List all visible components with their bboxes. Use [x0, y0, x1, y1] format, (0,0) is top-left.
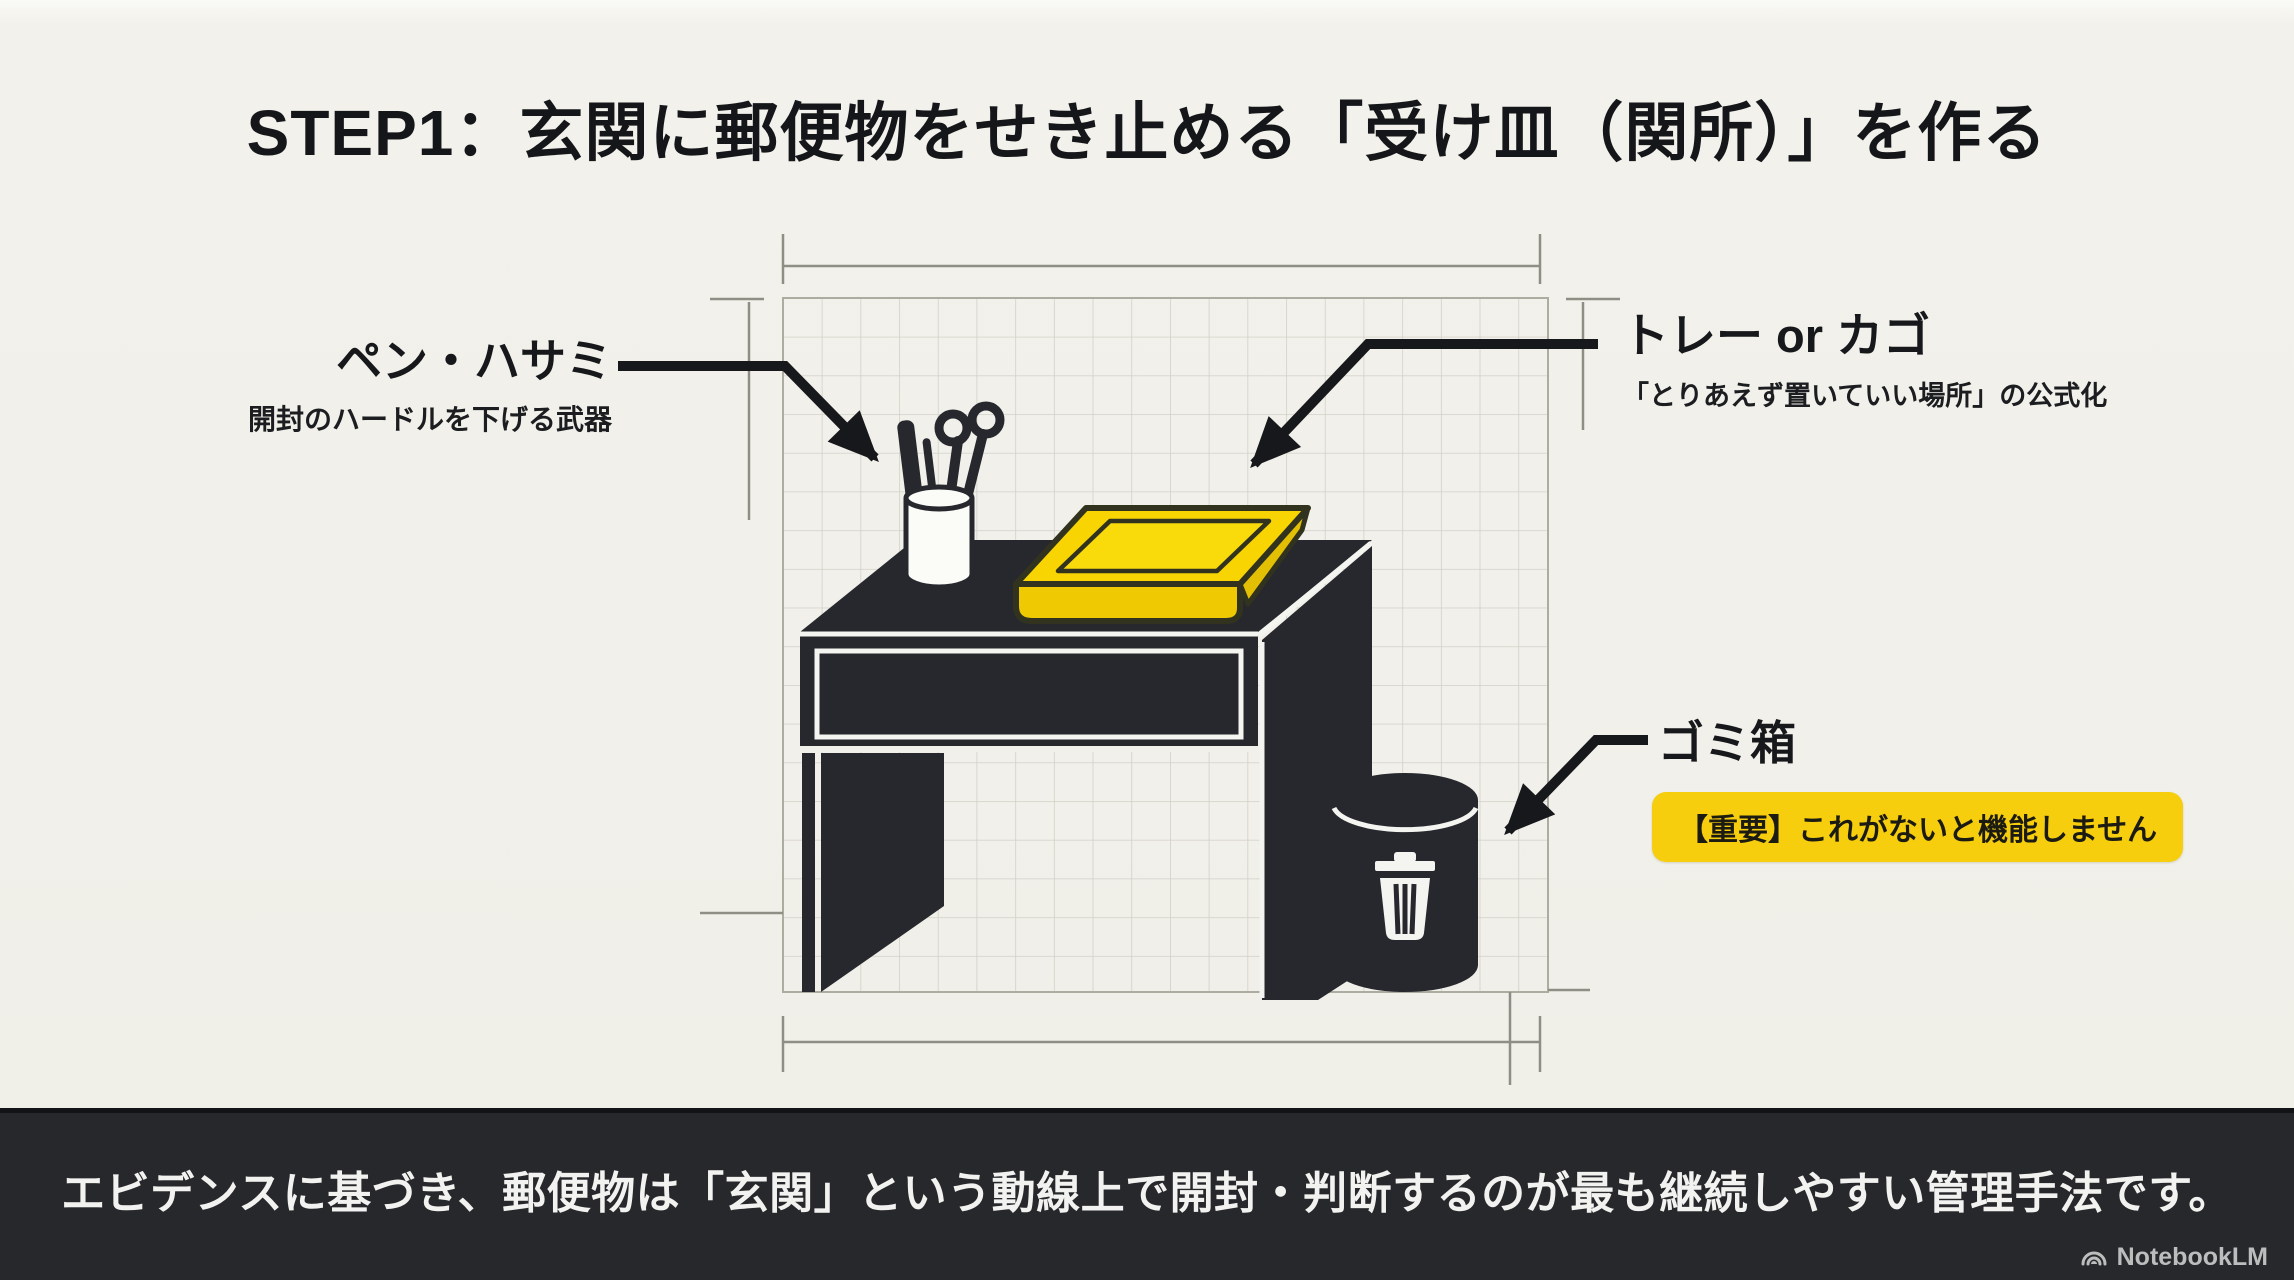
arrow-to-trash [1504, 735, 1648, 836]
mail-tray [1013, 505, 1311, 624]
callout-pen: ペン・ハサミ 開封のハードルを下げる武器 [52, 336, 612, 436]
trash-callout-title: ゴミ箱 [1658, 717, 1796, 769]
brand-name: NotebookLM [2116, 1242, 2268, 1271]
important-badge: 【重要】これがないと機能しません [1652, 792, 2184, 862]
trash-can [1331, 773, 1479, 992]
tray-callout-subtitle: 「とりあえず置いていい場所」の公式化 [1622, 380, 2108, 411]
footer-bar: エビデンスに基づき、郵便物は「玄関」という動線上で開封・判断するのが最も継続しや… [0, 1108, 2294, 1280]
callout-arrows [618, 339, 1648, 836]
arrow-to-tray [1250, 339, 1598, 469]
brand-watermark: NotebookLM [2079, 1242, 2268, 1272]
page-title: STEP1：玄関に郵便物をせき止める「受け皿（関所）」を作る [246, 97, 2048, 169]
pen-cup [897, 401, 1005, 590]
tray-callout-title: トレー or カゴ [1622, 309, 1931, 362]
notebooklm-logo-icon [2081, 1251, 2107, 1266]
footer-message: エビデンスに基づき、郵便物は「玄関」という動線上で開封・判断するのが最も継続しや… [61, 1169, 2233, 1218]
dimension-marks [700, 234, 1620, 1085]
callout-tray: トレー or カゴ 「とりあえず置いていい場所」の公式化 [1622, 310, 2242, 412]
trash-can-icon [1375, 852, 1435, 940]
pen-callout-title: ペン・ハサミ [336, 335, 612, 387]
callout-trash: ゴミ箱 [1658, 718, 2258, 769]
pen-callout-subtitle: 開封のハードルを下げる武器 [247, 403, 612, 435]
arrow-to-pen-cup [618, 361, 879, 463]
